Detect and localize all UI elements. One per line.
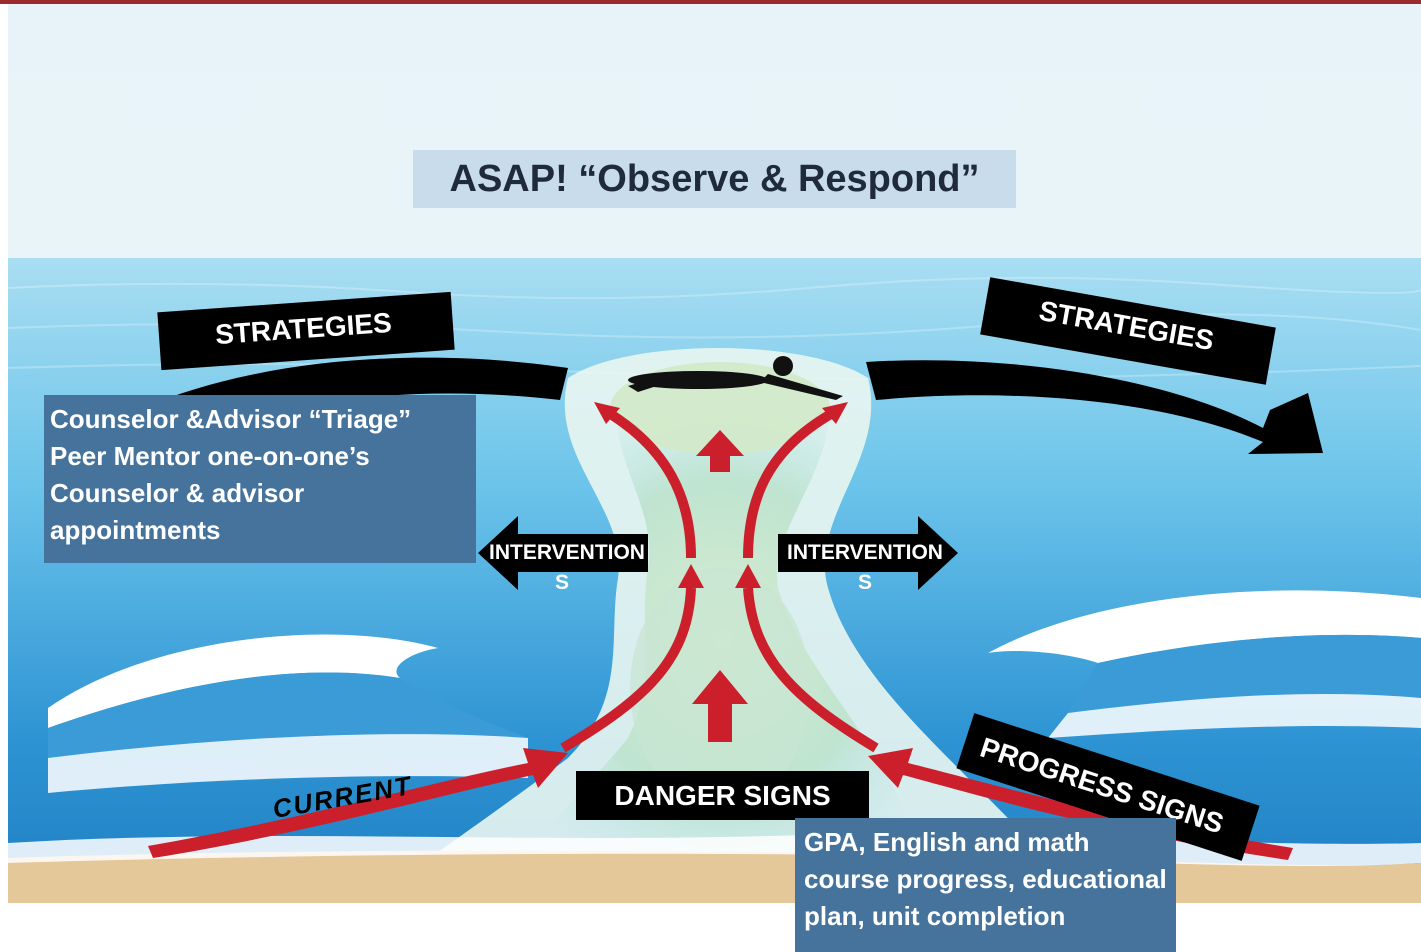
progress-line: course progress, educational — [804, 864, 1167, 894]
interventions-right-label: INTERVENTION S — [775, 538, 955, 598]
top-rule — [0, 0, 1421, 4]
strategies-line: appointments — [50, 515, 221, 545]
strategies-info-box: Counselor &Advisor “Triage” Peer Mentor … — [44, 395, 476, 563]
up-arrow-icon — [692, 430, 748, 742]
interventions-left-line1: INTERVENTION — [489, 541, 645, 564]
wave-left — [48, 634, 528, 793]
interventions-left-arrow — [478, 516, 648, 590]
curved-arrow-icon — [560, 587, 696, 753]
interventions-right-line1: INTERVENTION — [787, 541, 943, 564]
wave-right — [988, 590, 1421, 738]
interventions-left-label: INTERVENTION S — [477, 538, 657, 598]
progress-line: GPA, English and math — [804, 827, 1090, 857]
interventions-right-line2: S — [857, 571, 872, 594]
progress-signs-banner — [956, 713, 1260, 861]
swimmer-icon — [628, 356, 843, 400]
red-current-arrows — [560, 405, 879, 753]
progress-info-box: GPA, English and math course progress, e… — [795, 818, 1176, 952]
sky-background — [8, 4, 1421, 264]
red-arrowheads — [594, 402, 848, 588]
interventions-left-line2: S — [554, 571, 569, 594]
progress-line: plan, unit completion — [804, 901, 1066, 931]
current-arrow-left — [148, 748, 568, 858]
danger-signs-label: DANGER SIGNS — [576, 771, 869, 820]
strategies-left-banner — [157, 291, 455, 371]
page-title: ASAP! “Observe & Respond” — [413, 150, 1016, 208]
interventions-right-arrow — [778, 516, 958, 590]
curved-arrow-icon — [601, 405, 696, 559]
strategies-right-banner — [980, 277, 1276, 385]
strategies-line: Peer Mentor one-on-one’s — [50, 441, 370, 471]
strategies-line: Counselor &Advisor “Triage” — [50, 404, 412, 434]
curved-arrow-icon — [743, 405, 841, 559]
curved-arrow-icon — [743, 587, 879, 753]
strategies-right-arrow — [866, 360, 1323, 454]
strategies-line: Counselor & advisor — [50, 478, 305, 508]
